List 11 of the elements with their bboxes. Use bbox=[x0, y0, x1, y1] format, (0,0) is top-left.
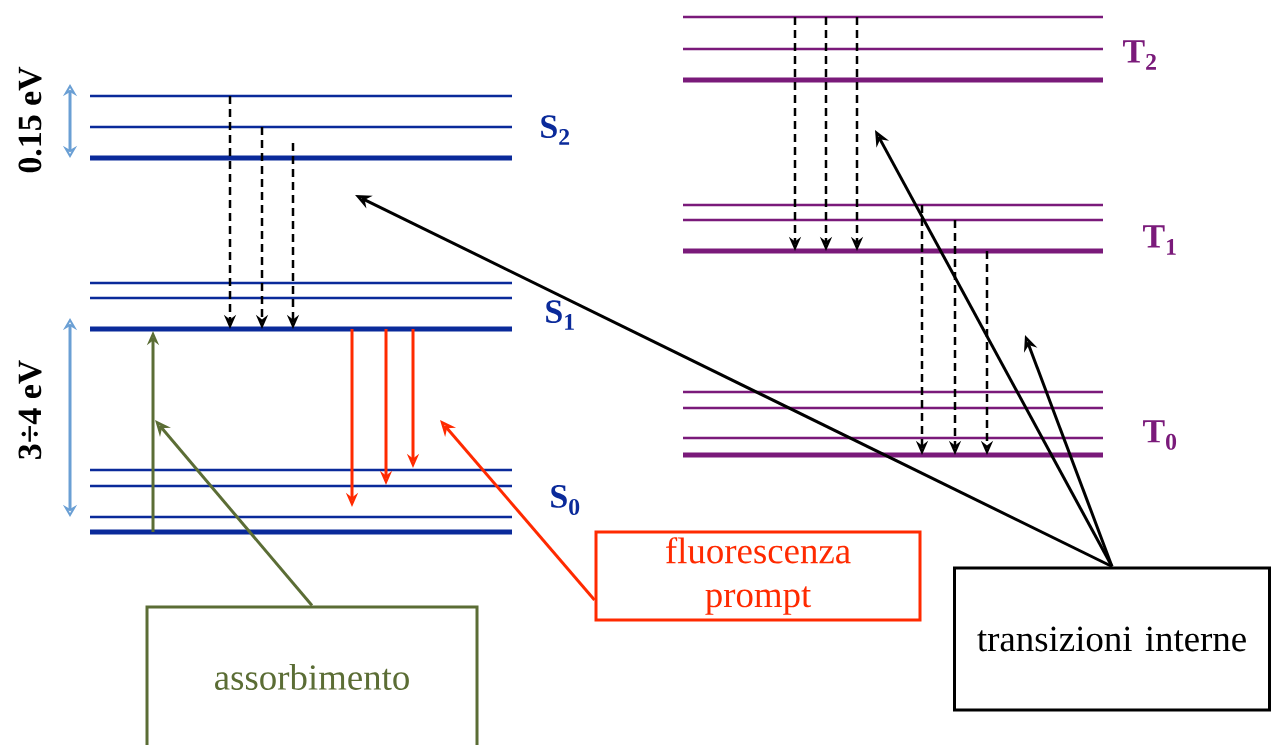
state-label: T$_{2}$ bbox=[1123, 40, 1156, 70]
energy-label: 0.15 eV bbox=[18, 66, 42, 173]
text-box: fluorescenza prompt bbox=[594, 530, 922, 622]
energy-label: 3÷4 eV bbox=[18, 360, 42, 459]
state-label: S$_{1}$ bbox=[546, 300, 574, 330]
state-label: T$_{1}$ bbox=[1143, 225, 1176, 255]
text-box: transizioni interne bbox=[953, 566, 1271, 712]
state-label: T$_{0}$ bbox=[1143, 420, 1177, 450]
state-label: S$_{0}$ bbox=[551, 485, 580, 515]
state-label: S$_{2}$ bbox=[541, 115, 570, 145]
text-box: assorbimento bbox=[145, 605, 479, 745]
